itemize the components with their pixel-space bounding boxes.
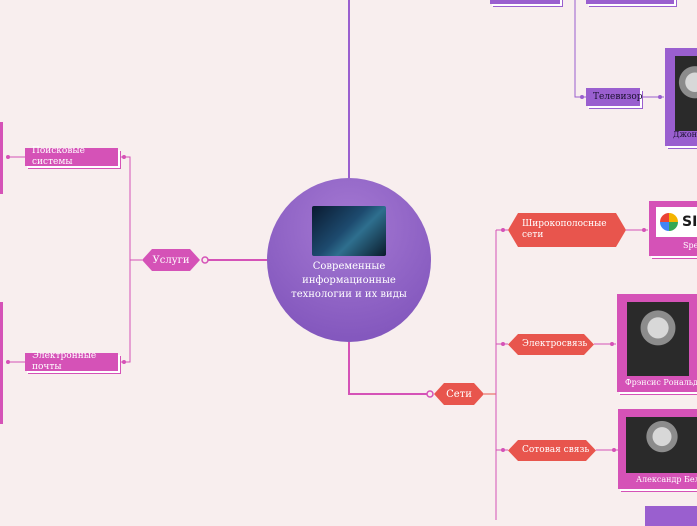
cellular-inventor-photo [626,417,697,473]
email-label: Электронные почты [32,351,97,372]
top-child-partial[interactable] [586,0,674,4]
networks-node[interactable]: Сети [434,383,484,405]
cellular-inventor-caption: Александр Белл [636,475,697,484]
broadband-logo: SI [656,207,697,237]
networks-label: Сети [446,388,472,400]
broadband-logo-caption: Speed [683,241,697,250]
telecom-inventor-photo [627,302,689,376]
broadband-logo-text: SI [682,214,697,230]
bottom-card-partial[interactable] [645,506,697,526]
email-node[interactable]: Электронные почты [25,351,118,372]
tv-inventor-card[interactable]: Джон Л [665,48,697,146]
tv-inventor-photo [675,56,697,131]
central-topic-title: Современные информационные технологии и … [291,261,407,300]
speed-logo-icon [660,213,678,231]
telecom-inventor-caption: Фрэнсис Рональдс [625,378,697,387]
telecom-inventor-card[interactable]: Фрэнсис Рональдс [617,294,697,392]
cellular-node[interactable]: Сотовая связь [508,440,596,461]
broadband-node[interactable]: Широкополосные сети [508,213,626,247]
cellular-label: Сотовая связь [522,445,590,455]
cellular-inventor-card[interactable]: Александр Белл [618,409,697,489]
telecom-label: Электросвязь [522,339,588,349]
central-topic[interactable]: Современные информационные технологии и … [267,178,431,342]
tv-inventor-caption: Джон Л [673,130,697,139]
telecom-node[interactable]: Электросвязь [508,334,594,355]
search-engines-node[interactable]: Поисковые системы [25,146,118,167]
broadband-label: Широкополосные сети [522,219,607,240]
top-node-partial[interactable] [490,0,560,4]
central-tablet-image [312,206,386,256]
search-engines-label: Поисковые системы [32,146,85,167]
broadband-logo-card[interactable]: SI Speed [649,201,697,256]
services-label: Услуги [152,254,190,266]
services-node[interactable]: Услуги [142,249,200,271]
tv-node-label: Телевизор [593,91,643,102]
tv-node[interactable]: Телевизор [586,88,643,106]
